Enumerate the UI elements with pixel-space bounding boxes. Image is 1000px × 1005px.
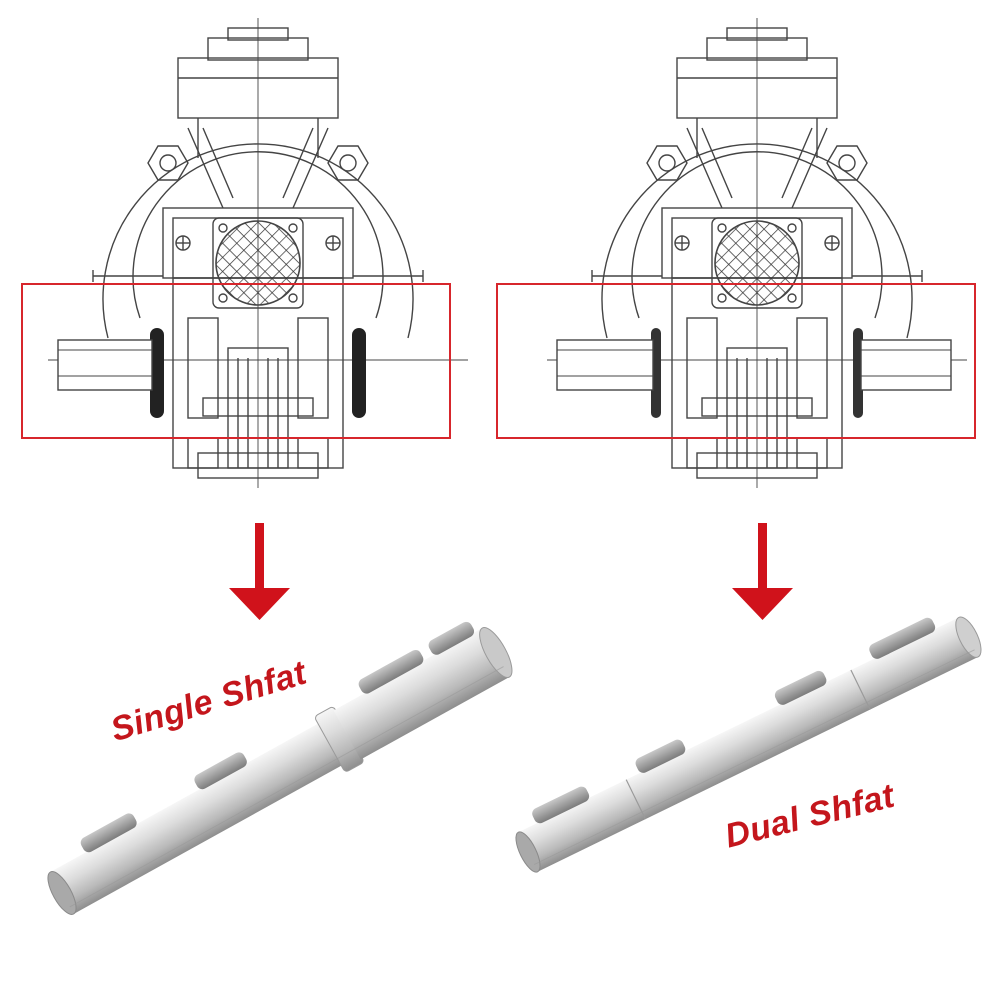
arrow-down-icon bbox=[732, 523, 793, 620]
highlight-box-right bbox=[496, 283, 976, 439]
gearbox-drawing-left bbox=[47, 17, 469, 489]
single-shaft-image bbox=[47, 621, 513, 915]
highlight-box-left bbox=[21, 283, 451, 439]
dual-shaft-image bbox=[515, 616, 982, 873]
arrow-down-icon bbox=[229, 523, 290, 620]
gearbox-drawing-right bbox=[546, 17, 968, 489]
